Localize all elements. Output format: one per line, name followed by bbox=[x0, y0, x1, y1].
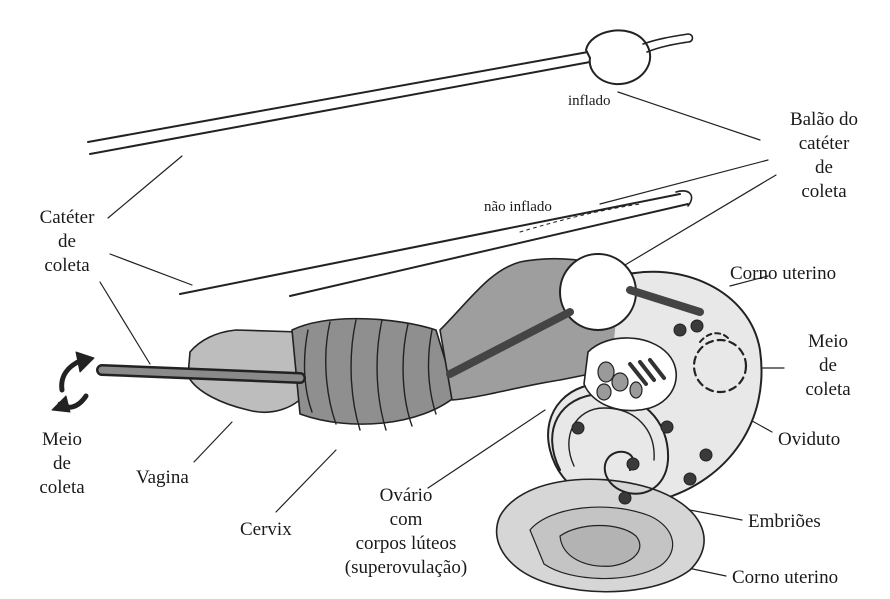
label-cervix: Cervix bbox=[240, 518, 292, 542]
label-vagina: Vagina bbox=[136, 466, 189, 490]
label-meio-coleta-left: Meio de coleta bbox=[22, 428, 102, 500]
flow-arrows-icon bbox=[52, 352, 94, 412]
label-embrioes: Embriões bbox=[748, 510, 821, 534]
catheter-balloon bbox=[560, 254, 636, 330]
label-balao-cateter: Balão do catéter de coleta bbox=[768, 108, 880, 204]
label-corno-uterino-bottom: Corno uterino bbox=[732, 566, 838, 590]
label-meio-coleta-right: Meio de coleta bbox=[788, 330, 868, 402]
cervix bbox=[292, 319, 456, 430]
label-nao-inflado: não inflado bbox=[484, 198, 552, 216]
label-cateter-coleta: Catéter de coleta bbox=[24, 206, 110, 278]
label-corno-uterino-top: Corno uterino bbox=[730, 262, 836, 286]
label-inflado: inflado bbox=[568, 92, 611, 110]
label-ovario: Ovário com corpos lúteos (superovulação) bbox=[336, 484, 476, 580]
label-oviduto: Oviduto bbox=[778, 428, 840, 452]
ovary bbox=[584, 338, 676, 411]
